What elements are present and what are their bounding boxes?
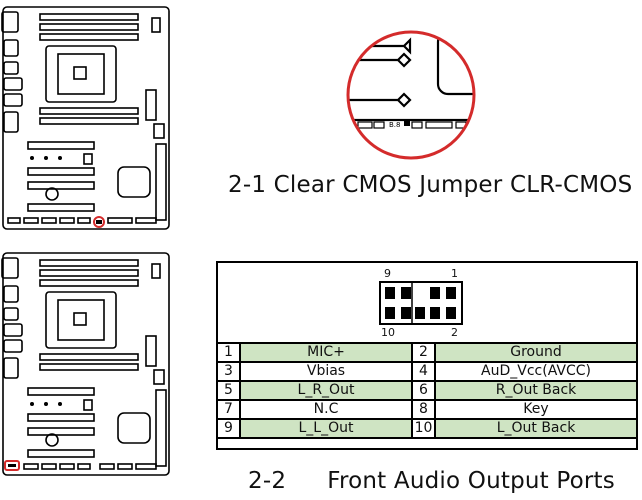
pin-function: Vbias — [239, 361, 413, 382]
front-audio-caption: 2-2 Front Audio Output Ports — [248, 468, 615, 494]
pin-function: R_Out Back — [434, 380, 638, 401]
pin-number: 8 — [411, 399, 436, 420]
pin-label-2: 2 — [451, 326, 458, 339]
table-row: 7 N.C 8 Key — [216, 399, 638, 420]
audio-header-icon — [379, 281, 463, 325]
pin-label-9: 9 — [384, 267, 391, 280]
pin-function: Ground — [434, 342, 638, 363]
pin-number: 4 — [411, 361, 436, 382]
pin-function: L_R_Out — [239, 380, 413, 401]
clr-cmos-highlight-small — [93, 216, 105, 228]
motherboard-diagram-top — [1, 6, 170, 230]
caption-text: Front Audio Output Ports — [327, 468, 615, 494]
pin-function: N.C — [239, 399, 413, 420]
pin-function: L_L_Out — [239, 418, 413, 439]
motherboard-diagram-bottom — [1, 252, 170, 476]
pin-number: 7 — [216, 399, 241, 420]
zoom-label: B.8 — [389, 121, 400, 129]
caption-number: 2-2 — [248, 468, 287, 494]
pin-number: 9 — [216, 418, 241, 439]
pin-function: AuD_Vcc(AVCC) — [434, 361, 638, 382]
clr-cmos-zoom-view: B.8 — [346, 30, 476, 160]
pin-number: 5 — [216, 380, 241, 401]
pin-number: 6 — [411, 380, 436, 401]
pin-function: MIC+ — [239, 342, 413, 363]
pin-number: 3 — [216, 361, 241, 382]
table-row: 3 Vbias 4 AuD_Vcc(AVCC) — [216, 361, 638, 382]
table-row: 5 L_R_Out 6 R_Out Back — [216, 380, 638, 401]
audio-pin-table: 1 MIC+ 2 Ground 3 Vbias 4 AuD_Vcc(AVCC) … — [216, 342, 638, 439]
pin-label-10: 10 — [381, 326, 395, 339]
pin-number: 10 — [411, 418, 436, 439]
table-row: 1 MIC+ 2 Ground — [216, 342, 638, 363]
pin-number: 1 — [216, 342, 241, 363]
pin-label-1: 1 — [451, 267, 458, 280]
pin-function: L_Out Back — [434, 418, 638, 439]
pin-number: 2 — [411, 342, 436, 363]
clear-cmos-caption: 2-1 Clear CMOS Jumper CLR-CMOS — [228, 172, 633, 198]
audio-header-highlight-small — [4, 460, 20, 471]
pin-function: Key — [434, 399, 638, 420]
table-row: 9 L_L_Out 10 L_Out Back — [216, 418, 638, 439]
